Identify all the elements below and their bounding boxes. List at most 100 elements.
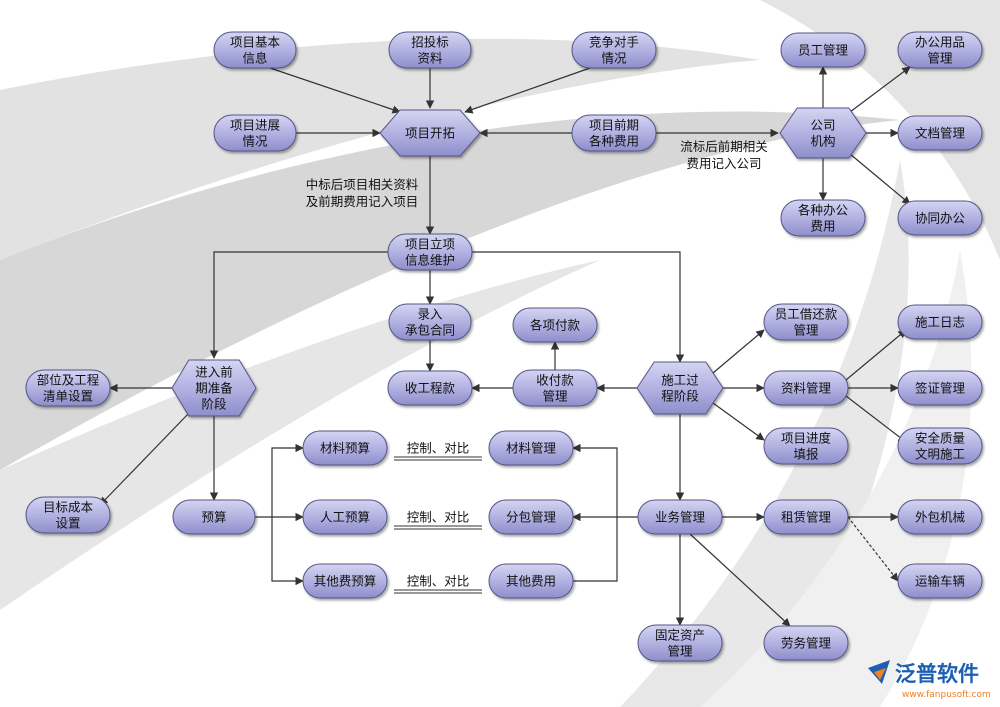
node-label: 资料 [417,51,443,66]
node-shape [637,624,723,662]
node-other-budget [302,563,388,599]
node-shape [302,430,388,466]
node-label: 项目开拓 [405,126,455,141]
annotation-lost-bid: 费用记入公司 [686,156,761,171]
node-label: 管理 [927,51,953,66]
connector-arrow [849,153,911,205]
node-shape [897,115,983,151]
connector-arrow [464,67,591,114]
node-label: 外包机械 [915,510,966,525]
node-label: 文明施工 [915,447,965,462]
node-visa [897,370,983,406]
node-pay-mgmt [512,369,598,407]
node-receipts [387,370,473,406]
node-shape [302,563,388,599]
connectors [99,66,911,627]
node-label: 办公用品 [915,35,965,50]
node-label: 资料管理 [781,381,832,396]
node-proj-dev [379,109,481,157]
node-label: 招投标 [411,35,449,50]
node-shape [488,430,574,466]
node-label: 文档管理 [915,126,966,141]
node-label: 项目进展 [230,118,280,133]
node-label: 设置 [55,516,80,531]
connector-arrow [847,516,899,582]
node-label: 项目进度 [781,431,832,446]
node-shape [379,109,481,157]
node-company [779,107,867,159]
node-shape [763,625,849,661]
node-bidding [388,31,472,69]
node-shape [763,427,849,465]
node-payments [512,307,598,343]
node-outsource [897,499,983,535]
logo: 泛普软件 www.fanpusoft.com [868,660,991,700]
node-boq [25,369,111,407]
node-collab [897,200,983,236]
node-label: 其他费预算 [314,574,377,589]
annotation-bid-won: 及前期费用记入项目 [306,194,419,209]
node-staff-mgmt [780,32,866,68]
node-proj-setup [387,233,473,271]
node-label: 竞争对手 [589,35,639,50]
node-label: 信息 [242,51,267,66]
node-prog-report [763,427,849,465]
node-label: 期准备 [195,381,233,396]
connector-arrow [255,443,304,518]
node-label: 人工预算 [320,510,370,525]
node-label: 业务管理 [655,510,706,525]
node-label: 项目立项 [405,237,455,252]
node-shape [388,31,472,69]
node-shape [763,499,849,535]
logo-wordmark: 泛普软件 [895,662,979,686]
node-other-fees [488,563,574,599]
node-loan [763,303,849,341]
node-contract [388,303,472,341]
node-fixed-assets [637,624,723,662]
annotation-lost-bid: 流标后前期相关 [680,139,768,154]
node-shape [897,563,983,599]
node-label: 公司 [810,118,835,133]
node-shape [571,114,657,152]
node-target-cost [25,496,111,534]
node-shape [763,370,849,406]
node-label: 预算 [201,510,226,525]
node-shape [780,199,866,237]
connector-arrow [845,329,907,381]
node-shape [25,369,111,407]
node-label: 阶段 [201,397,226,412]
node-shape [172,499,256,535]
node-pre-fees [571,114,657,152]
node-label: 程阶段 [661,389,699,404]
node-shape [897,304,983,340]
node-label: 填报 [793,447,819,462]
node-label: 各项付款 [530,318,581,333]
connector-arrow [209,251,388,359]
node-transport [897,563,983,599]
node-shape [387,233,473,271]
node-shape [387,370,473,406]
node-label: 租赁管理 [781,510,832,525]
node-shape [388,303,472,341]
node-shape [512,369,598,407]
connector-arrow [712,329,765,374]
node-labor-budget [302,499,388,535]
node-mat-mgmt [488,430,574,466]
node-label: 员工借还款 [775,307,838,322]
node-mat-budget [302,430,388,466]
node-shape [302,499,388,535]
node-shape [25,496,111,534]
node-shape [897,427,983,465]
node-label: 施工过 [661,373,699,388]
node-daily-log [897,304,983,340]
node-label: 分包管理 [506,510,557,525]
node-shape [897,200,983,236]
node-label: 签证管理 [915,381,966,396]
label-background [394,570,482,592]
node-shape [780,32,866,68]
node-label: 机构 [810,134,835,149]
node-label: 材料预算 [320,441,370,456]
node-business [637,499,723,535]
node-shape [171,359,257,417]
